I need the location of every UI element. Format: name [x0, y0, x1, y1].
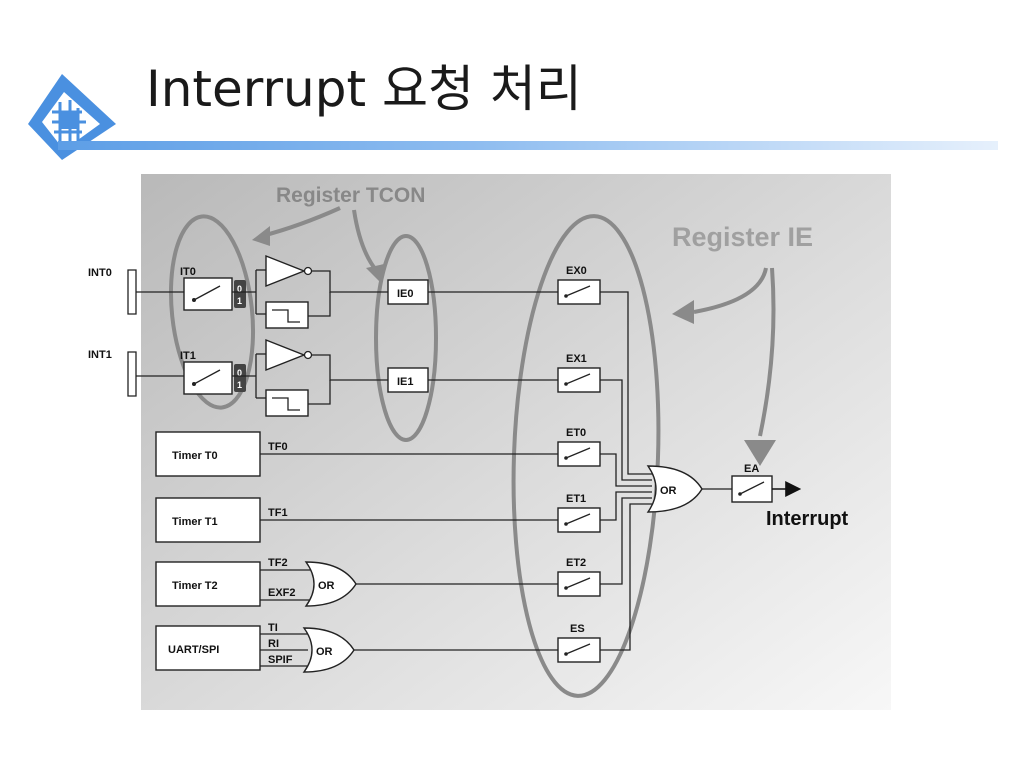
et2-label: ET2	[566, 557, 586, 569]
tf1-label: TF1	[268, 507, 288, 519]
tf0-label: TF0	[268, 441, 288, 453]
register-ie-label: Register IE	[672, 222, 813, 252]
svg-text:0: 0	[237, 368, 242, 378]
main-or-gate: OR	[646, 465, 703, 513]
it0-switch	[183, 277, 233, 311]
svg-text:Timer T1: Timer T1	[172, 516, 218, 528]
int1-label: INT1	[88, 349, 112, 361]
ex1-switch	[557, 367, 601, 393]
svg-text:OR: OR	[660, 485, 677, 497]
ea-switch	[731, 475, 773, 503]
edge-detect-0	[232, 254, 388, 329]
or-gate-t2: OR	[304, 561, 357, 607]
svg-text:Timer T2: Timer T2	[172, 580, 218, 592]
title-underline	[58, 141, 998, 150]
it0-label: IT0	[180, 266, 196, 278]
timer-t0-box: Timer T0	[155, 431, 261, 477]
ex0-switch	[557, 279, 601, 305]
ti-label: TI	[268, 622, 278, 634]
ie1-flag: IE1	[387, 367, 429, 393]
timer-t2-box: Timer T2	[155, 561, 261, 607]
circuit-chip-icon	[28, 74, 116, 160]
et1-label: ET1	[566, 493, 586, 505]
et0-label: ET0	[566, 427, 586, 439]
et2-switch	[557, 571, 601, 597]
or-gate-uart: OR	[302, 627, 355, 673]
page-title: Interrupt 요청 처리	[146, 60, 582, 118]
svg-text:0: 0	[237, 284, 242, 294]
or-bus-wires	[600, 291, 652, 651]
uart-spi-box: UART/SPI	[155, 625, 261, 671]
svg-text:1: 1	[237, 380, 242, 390]
ex0-label: EX0	[566, 265, 587, 277]
et0-switch	[557, 441, 601, 467]
ea-label: EA	[744, 463, 759, 475]
ie0-flag: IE0	[387, 279, 429, 305]
interrupt-output-label: Interrupt	[766, 508, 849, 530]
svg-text:Timer T0: Timer T0	[172, 450, 218, 462]
it1-switch	[183, 361, 233, 395]
svg-text:1: 1	[237, 296, 242, 306]
it1-label: IT1	[180, 350, 196, 362]
source-wires	[260, 453, 558, 667]
input-pins	[127, 269, 184, 397]
exf2-label: EXF2	[268, 587, 296, 599]
et1-switch	[557, 507, 601, 533]
ex1-label: EX1	[566, 353, 587, 365]
spif-label: SPIF	[268, 654, 293, 666]
svg-text:OR: OR	[318, 580, 335, 592]
svg-text:IE0: IE0	[397, 288, 414, 300]
int0-label: INT0	[88, 267, 112, 279]
tf2-label: TF2	[268, 557, 288, 569]
edge-detect-1	[232, 338, 388, 417]
it0-selector: 0 1	[234, 280, 246, 308]
timer-t1-box: Timer T1	[155, 497, 261, 543]
annotation-arrowheads	[252, 226, 776, 466]
it1-selector: 0 1	[234, 364, 246, 392]
ri-label: RI	[268, 638, 279, 650]
register-tcon-label: Register TCON	[276, 184, 425, 207]
es-label: ES	[570, 623, 585, 635]
svg-text:UART/SPI: UART/SPI	[168, 644, 219, 656]
svg-text:OR: OR	[316, 646, 333, 658]
svg-text:IE1: IE1	[397, 376, 414, 388]
es-switch	[557, 637, 601, 663]
